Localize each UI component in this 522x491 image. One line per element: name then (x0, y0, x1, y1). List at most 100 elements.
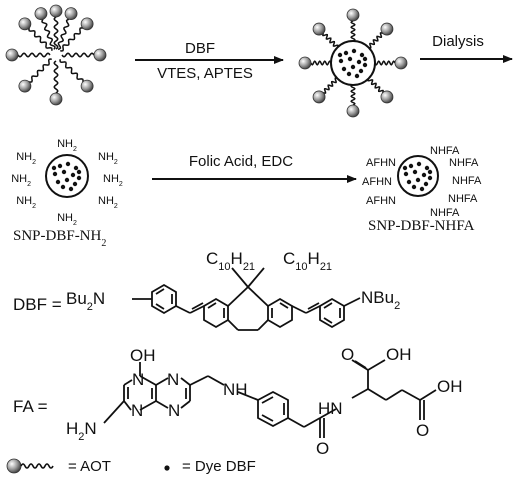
dye-dot (338, 58, 344, 64)
fa-oh-acid-right: OH (437, 377, 463, 396)
dye-dot (347, 56, 353, 62)
dye-dot (55, 179, 61, 185)
dbf-c10h21-right: C10H21 (283, 249, 332, 273)
folate-group-label: NHFA (430, 207, 460, 219)
dye-dot (76, 175, 82, 181)
amine-group-label: NH2 (16, 195, 36, 210)
arrow-label-folic-acid-edc: Folic Acid, EDC (189, 153, 293, 170)
dye-dot-icon (164, 465, 170, 471)
dye-dot (423, 181, 429, 187)
aot-molecule-tail (310, 60, 332, 66)
fa-oh-acid-top: OH (386, 345, 412, 364)
aot-molecule-head (5, 48, 19, 62)
fa-structure (103, 359, 437, 438)
dbf-nbu2-left: Bu2N (66, 289, 105, 313)
fa-label: FA = (13, 397, 48, 416)
aot-micelle (5, 4, 107, 106)
dye-dot (64, 177, 70, 183)
dye-dot (343, 50, 349, 56)
aot-molecule-head (298, 56, 312, 70)
aot-molecule-tail (53, 60, 59, 94)
aot-molecule-tail (29, 58, 52, 83)
amine-group-label: NH2 (57, 212, 77, 227)
aot-molecule-head (93, 48, 107, 62)
dbf-loaded-particle (298, 8, 408, 118)
arrow-folic-acid-edc: Folic Acid, EDC (152, 153, 357, 183)
aot-molecule-tail (61, 52, 95, 58)
aot-molecule-head (346, 8, 360, 22)
aot-molecule-head (380, 22, 394, 36)
dye-dot (408, 163, 414, 169)
label-snp-dbf-nhfa: SNP-DBF-NHFA (368, 218, 475, 234)
dye-dot (362, 56, 368, 62)
aot-headgroup-icon (6, 458, 22, 474)
aot-molecule-head (312, 22, 326, 36)
aot-molecule-tail (350, 20, 356, 42)
aot-molecule-head (49, 4, 63, 18)
dye-dot (70, 172, 76, 178)
dye-dot (65, 161, 71, 167)
legend-aot: = AOT (6, 458, 111, 475)
aot-molecule-head (49, 92, 63, 106)
dye-dot (72, 181, 78, 187)
aot-molecule-tail (28, 28, 53, 51)
arrow-label-dialysis: Dialysis (432, 33, 484, 50)
dye-dot (60, 184, 66, 190)
dye-dot (57, 163, 63, 169)
dye-dot (412, 169, 418, 175)
dbf-label: DBF = (13, 295, 62, 314)
folate-group-label: AFHN (366, 157, 396, 169)
silica-particle (330, 40, 376, 86)
dye-dot (419, 186, 425, 192)
aot-molecule-head (80, 79, 94, 93)
aot-molecule-tail (323, 77, 338, 94)
silica-particle (45, 154, 89, 198)
dye-dot (51, 165, 57, 171)
folate-group-label: NHFA (448, 193, 478, 205)
amine-group-label: NH2 (16, 151, 36, 166)
dye-dot (52, 171, 58, 177)
dye-dot (416, 161, 422, 167)
dye-dot (356, 59, 362, 65)
fa-n1: N (132, 370, 144, 389)
fa-o-acid-right: O (416, 421, 429, 440)
legend-dye: = Dye DBF (164, 458, 256, 475)
arrow-label-dbf: DBF (185, 40, 215, 57)
aot-molecule-tail (350, 84, 356, 106)
aot-molecule-tail (59, 59, 84, 82)
aot-molecule-tail (41, 18, 56, 50)
aot-molecule-head (18, 17, 32, 31)
dye-dot (358, 68, 364, 74)
label-snp-dbf-nh2: SNP-DBF-NH2 (13, 228, 106, 249)
aot-molecule-tail (368, 32, 383, 49)
aot-molecule-head (312, 90, 326, 104)
dye-dot (406, 179, 412, 185)
dye-dot (359, 52, 365, 58)
dye-dot (415, 177, 421, 183)
dye-dot (61, 169, 67, 175)
amine-group-label: NH2 (103, 173, 123, 188)
amine-group-label: NH2 (57, 138, 77, 153)
fa-nh: NH (223, 380, 248, 399)
dye-dot (354, 73, 360, 79)
amine-group-label: NH2 (98, 195, 118, 210)
dye-dot (427, 175, 433, 181)
aot-molecule-tail (322, 33, 339, 48)
silica-particle (397, 155, 439, 197)
dye-dot (403, 171, 409, 177)
folate-group-label: NHFA (430, 145, 460, 157)
dye-dot (73, 165, 79, 171)
aot-molecule-head (346, 104, 360, 118)
folate-group-label: NHFA (449, 157, 479, 169)
dye-dot (402, 165, 408, 171)
dbf-nbu2-right: NBu2 (361, 288, 400, 312)
aot-molecule-tail (17, 52, 51, 58)
dbf-structure (132, 267, 361, 331)
aot-tail-icon (20, 463, 54, 469)
folate-group-label: NHFA (452, 175, 482, 187)
fa-hn: HN (318, 399, 343, 418)
dye-dot (351, 48, 357, 54)
aot-molecule-head (394, 56, 408, 70)
